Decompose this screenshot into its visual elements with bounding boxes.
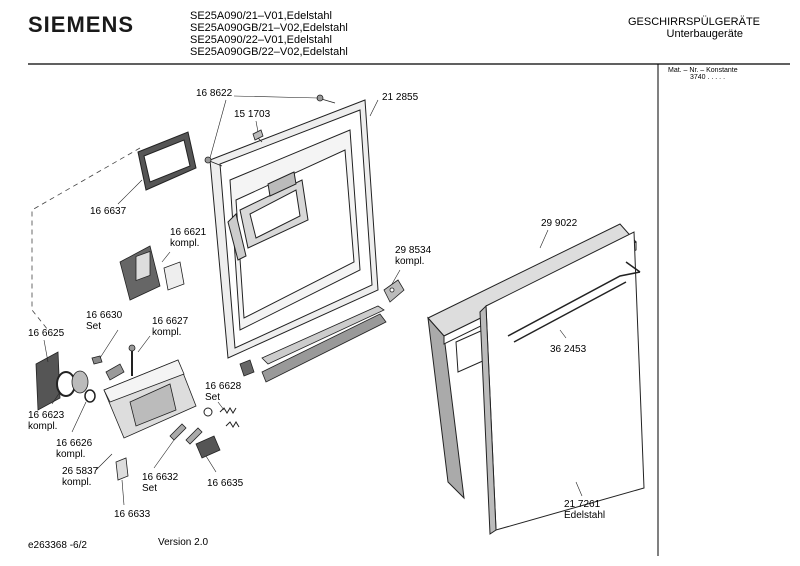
label-298534: 29 8534 xyxy=(395,245,432,256)
material-number-value: 3740 . . . . . xyxy=(690,74,726,81)
bottom-strip xyxy=(239,305,387,383)
bracket-166633 xyxy=(115,457,129,481)
clip-151703 xyxy=(252,129,264,143)
inner-door-frame xyxy=(209,99,379,359)
label-166635: 16 6635 xyxy=(207,478,244,489)
material-number-header: Mat. – Nr. – Konstante xyxy=(668,67,738,74)
label-166625: 16 6625 xyxy=(28,328,65,339)
label-166628-suffix: Set xyxy=(205,392,221,403)
model-line-1: SE25A090/21–V01,Edelstahl xyxy=(190,10,332,22)
lock-assembly xyxy=(35,344,197,439)
label-298534-suffix: kompl. xyxy=(395,256,425,267)
label-217261: 21 7261 xyxy=(564,499,601,510)
label-212855: 21 2855 xyxy=(382,92,419,103)
label-166632: 16 6632 xyxy=(142,472,179,483)
label-265837: 26 5837 xyxy=(62,466,99,477)
label-166623-suffix: kompl. xyxy=(28,421,58,432)
label-166637: 16 6637 xyxy=(90,206,127,217)
label-362453: 36 2453 xyxy=(550,344,587,355)
seal-166637 xyxy=(137,131,197,191)
label-166627: 16 6627 xyxy=(152,316,189,327)
model-line-3: SE25A090/22–V01,Edelstahl xyxy=(190,34,332,46)
document-code: e263368 -6/2 xyxy=(28,540,87,551)
handle-362453 xyxy=(507,261,641,343)
label-166632-suffix: Set xyxy=(142,483,158,494)
subcategory-title: Unterbaugeräte xyxy=(666,28,743,40)
leader-lines xyxy=(43,95,583,506)
label-166626-suffix: kompl. xyxy=(56,449,86,460)
outer-door-front-panel-217261 xyxy=(479,231,645,535)
label-166630: 16 6630 xyxy=(86,310,123,321)
label-151703: 15 1703 xyxy=(234,109,271,120)
assembly-guide-line xyxy=(31,147,141,331)
label-166630-suffix: Set xyxy=(86,321,102,332)
label-217261-suffix: Edelstahl xyxy=(564,510,606,521)
model-line-4: SE25A090GB/22–V02,Edelstahl xyxy=(190,46,348,58)
micro-switch-166635 xyxy=(195,435,221,459)
label-166626: 16 6626 xyxy=(56,438,93,449)
label-166628: 16 6628 xyxy=(205,381,242,392)
label-166633: 16 6633 xyxy=(114,509,151,520)
label-168622: 16 8622 xyxy=(196,88,233,99)
label-166621-suffix: kompl. xyxy=(170,238,200,249)
category-title: GESCHIRRSPÜLGERÄTE xyxy=(627,16,760,28)
label-166627-suffix: kompl. xyxy=(152,327,182,338)
document-version: Version 2.0 xyxy=(158,537,209,548)
label-166621: 16 6621 xyxy=(170,227,207,238)
panel-166621 xyxy=(119,245,185,301)
label-166623: 16 6623 xyxy=(28,410,65,421)
label-265837-suffix: kompl. xyxy=(62,477,92,488)
hinge-298534 xyxy=(383,279,405,303)
label-299022: 29 9022 xyxy=(541,218,578,229)
brand-logo: SIEMENS xyxy=(28,12,135,37)
model-line-2: SE25A090GB/21–V02,Edelstahl xyxy=(190,22,348,34)
clamps-set-166632 xyxy=(169,423,203,445)
springs-set-166628 xyxy=(203,407,240,428)
screw-168622-left xyxy=(204,156,223,167)
screw-168622-top xyxy=(316,94,336,104)
